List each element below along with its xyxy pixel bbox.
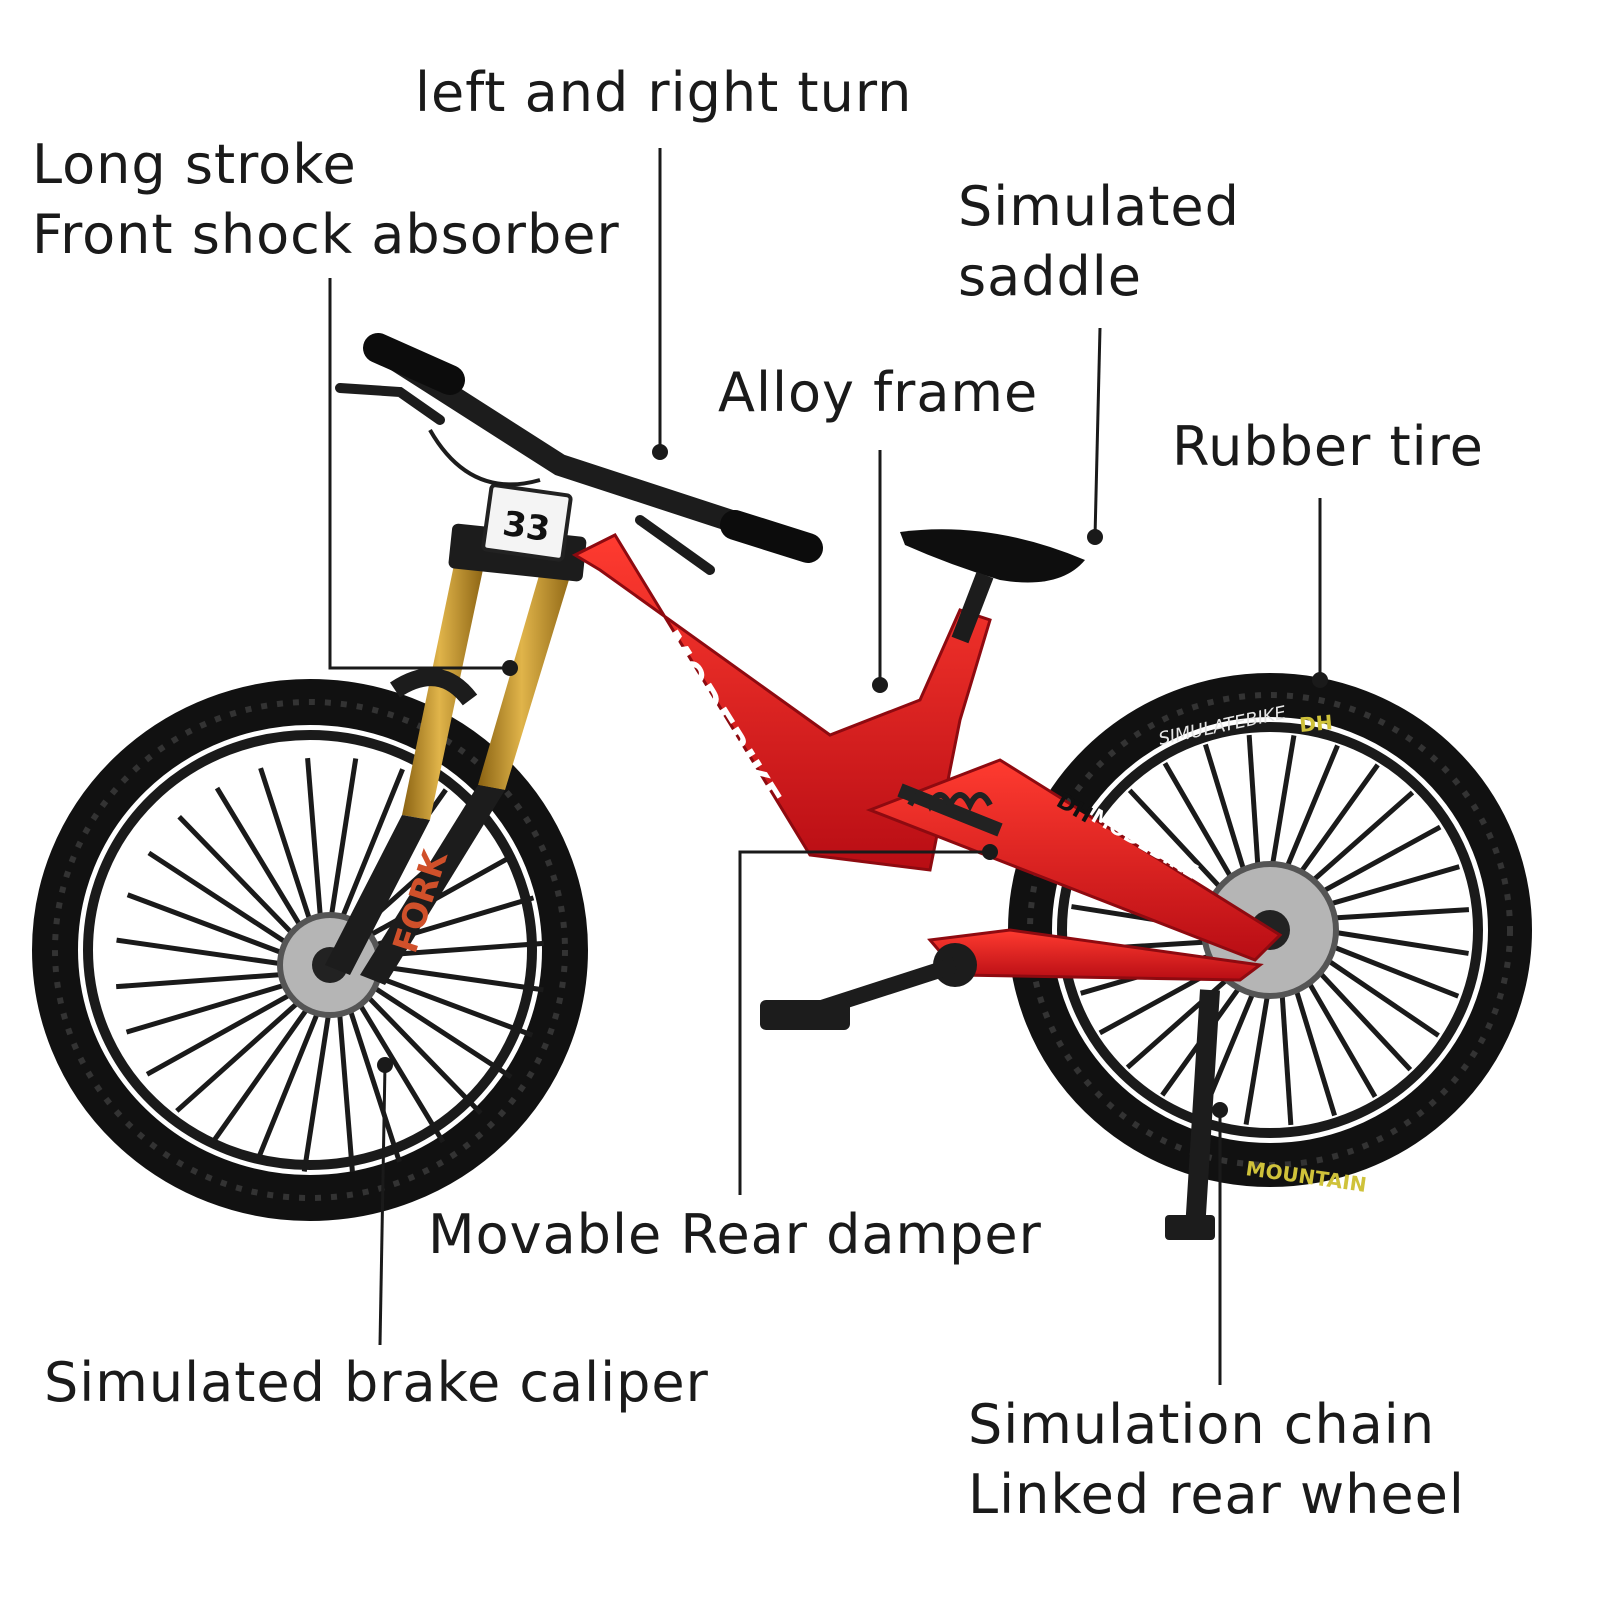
spoke	[115, 971, 292, 990]
callout-dots	[377, 444, 1328, 1118]
callout-tire-text: Rubber tire	[1172, 415, 1484, 478]
spoke	[1203, 743, 1251, 886]
spoke	[368, 971, 534, 1038]
spoke	[1289, 763, 1380, 887]
spoke	[258, 767, 316, 930]
spoke	[1278, 744, 1340, 883]
spoke	[125, 979, 295, 1035]
spoke	[1318, 907, 1470, 922]
spoke	[145, 987, 300, 1077]
callout-turn: left and right turn	[415, 58, 912, 128]
callout-fork-line2: Front shock absorber	[32, 203, 620, 266]
spoke	[1278, 978, 1294, 1126]
spoke	[364, 980, 513, 1080]
rear-wheel	[1008, 673, 1532, 1187]
spoke	[1162, 761, 1241, 893]
spoke	[1125, 967, 1241, 1070]
spoke	[1307, 824, 1442, 902]
callout-chain-line2: Linked rear wheel	[968, 1463, 1465, 1526]
spoke	[336, 1003, 355, 1173]
callout-damper: Movable Rear damper	[428, 1200, 1042, 1270]
callout-caliper: Simulated brake caliper	[44, 1348, 709, 1418]
spoke	[1319, 927, 1469, 956]
callout-caliper-text: Simulated brake caliper	[44, 1351, 709, 1414]
number-plate: 33	[481, 483, 573, 562]
spoke	[214, 786, 308, 936]
handlebar	[335, 333, 823, 575]
spoke	[1289, 974, 1337, 1117]
spoke	[305, 757, 324, 927]
spoke	[175, 994, 307, 1113]
spoke	[1246, 734, 1262, 882]
callout-turn-text: left and right turn	[415, 61, 913, 124]
spoke	[1299, 967, 1378, 1099]
tire-badge-text: DH	[1298, 710, 1333, 737]
callout-tire: Rubber tire	[1172, 412, 1484, 482]
callout-chain-line1: Simulation chain	[968, 1393, 1436, 1456]
rear-damper-spring	[907, 792, 993, 812]
spoke	[301, 1004, 333, 1172]
saddle	[900, 529, 1085, 644]
callout-frame: Alloy frame	[718, 358, 1038, 428]
spoke	[177, 815, 301, 942]
spoke	[255, 1003, 324, 1162]
plate-number: 33	[500, 504, 552, 550]
spoke	[336, 768, 405, 927]
spoke	[1313, 949, 1440, 1038]
spoke	[352, 994, 446, 1144]
spoke	[369, 962, 544, 993]
spoke	[327, 758, 359, 926]
callout-chain: Simulation chain Linked rear wheel	[968, 1390, 1465, 1530]
spoke	[1317, 938, 1460, 999]
spoke	[1127, 788, 1233, 901]
frame	[571, 533, 1283, 1240]
pedal	[760, 1000, 850, 1030]
callout-saddle: Simulated saddle	[958, 172, 1240, 312]
spoke	[116, 937, 291, 968]
callout-saddle-line2: saddle	[958, 245, 1143, 308]
spoke	[1299, 790, 1415, 893]
kickstand	[1185, 989, 1220, 1231]
spoke	[1314, 864, 1460, 911]
spoke	[212, 999, 315, 1142]
spoke	[1267, 735, 1297, 881]
callout-lines	[328, 148, 1322, 1385]
spoke	[1243, 979, 1273, 1125]
spoke	[359, 988, 483, 1115]
callout-damper-text: Movable Rear damper	[428, 1203, 1042, 1266]
spoke	[147, 850, 296, 950]
callout-frame-text: Alloy frame	[718, 361, 1039, 424]
spoke	[1307, 959, 1413, 1072]
spoke	[126, 892, 292, 959]
spoke	[344, 1000, 402, 1163]
callout-fork: Long stroke Front shock absorber	[32, 130, 620, 270]
callout-saddle-line1: Simulated	[958, 175, 1240, 238]
front-wheel	[32, 679, 588, 1221]
callout-fork-line1: Long stroke	[32, 133, 357, 196]
